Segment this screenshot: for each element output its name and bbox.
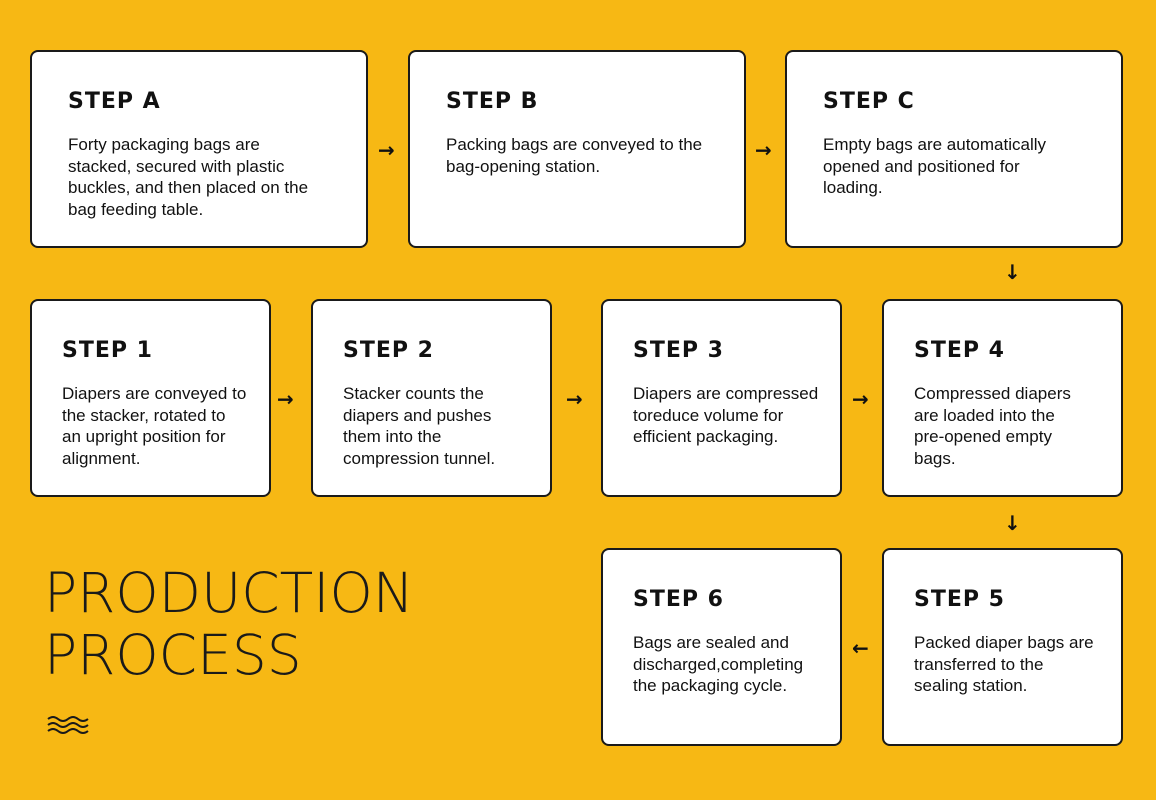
step-c-label: STEP C xyxy=(823,89,915,114)
step-a-text: Forty packaging bags are stacked, secure… xyxy=(68,135,309,219)
step-3-card: STEP 3 Diapers are compressed toreduce v… xyxy=(601,299,842,497)
step-4-card: STEP 4 Compressed diapers are loaded int… xyxy=(882,299,1123,497)
step-2-text: Stacker counts the diapers and pushes th… xyxy=(343,384,496,468)
arrow-right-icon: → xyxy=(566,387,583,411)
arrow-down-icon: ↓ xyxy=(1004,260,1021,284)
step-5-text: Packed diaper bags are transferred to th… xyxy=(914,633,1094,695)
arrow-right-icon: → xyxy=(852,387,869,411)
arrow-down-icon: ↓ xyxy=(1004,511,1021,535)
page-title: PRODUCTION PROCESS xyxy=(44,562,414,686)
step-c-text: Empty bags are automatically opened and … xyxy=(823,135,1046,197)
step-a-label: STEP A xyxy=(68,89,161,114)
title-line-2: PROCESS xyxy=(44,623,302,687)
step-4-text: Compressed diapers are loaded into the p… xyxy=(914,384,1071,468)
step-2-label: STEP 2 xyxy=(343,338,434,363)
step-b-text: Packing bags are conveyed to the bag-ope… xyxy=(446,135,703,176)
step-b-card: STEP B Packing bags are conveyed to the … xyxy=(408,50,746,248)
step-1-text: Diapers are conveyed to the stacker, rot… xyxy=(62,384,247,468)
step-3-label: STEP 3 xyxy=(633,338,724,363)
step-2-card: STEP 2 Stacker counts the diapers and pu… xyxy=(311,299,552,497)
step-4-label: STEP 4 xyxy=(914,338,1005,363)
title-line-1: PRODUCTION xyxy=(44,561,414,625)
arrow-right-icon: → xyxy=(378,138,395,162)
arrow-right-icon: → xyxy=(755,138,772,162)
arrow-right-icon: → xyxy=(277,387,294,411)
step-a-card: STEP A Forty packaging bags are stacked,… xyxy=(30,50,368,248)
step-c-card: STEP C Empty bags are automatically open… xyxy=(785,50,1123,248)
step-6-label: STEP 6 xyxy=(633,587,724,612)
arrow-left-icon: ← xyxy=(852,636,869,660)
step-6-card: STEP 6 Bags are sealed and discharged,co… xyxy=(601,548,842,746)
waves-icon xyxy=(47,716,89,734)
step-1-card: STEP 1 Diapers are conveyed to the stack… xyxy=(30,299,271,497)
step-3-text: Diapers are compressed toreduce volume f… xyxy=(633,384,819,446)
step-b-label: STEP B xyxy=(446,89,539,114)
step-5-card: STEP 5 Packed diaper bags are transferre… xyxy=(882,548,1123,746)
step-1-label: STEP 1 xyxy=(62,338,153,363)
step-6-text: Bags are sealed and discharged,completin… xyxy=(633,633,804,695)
step-5-label: STEP 5 xyxy=(914,587,1005,612)
